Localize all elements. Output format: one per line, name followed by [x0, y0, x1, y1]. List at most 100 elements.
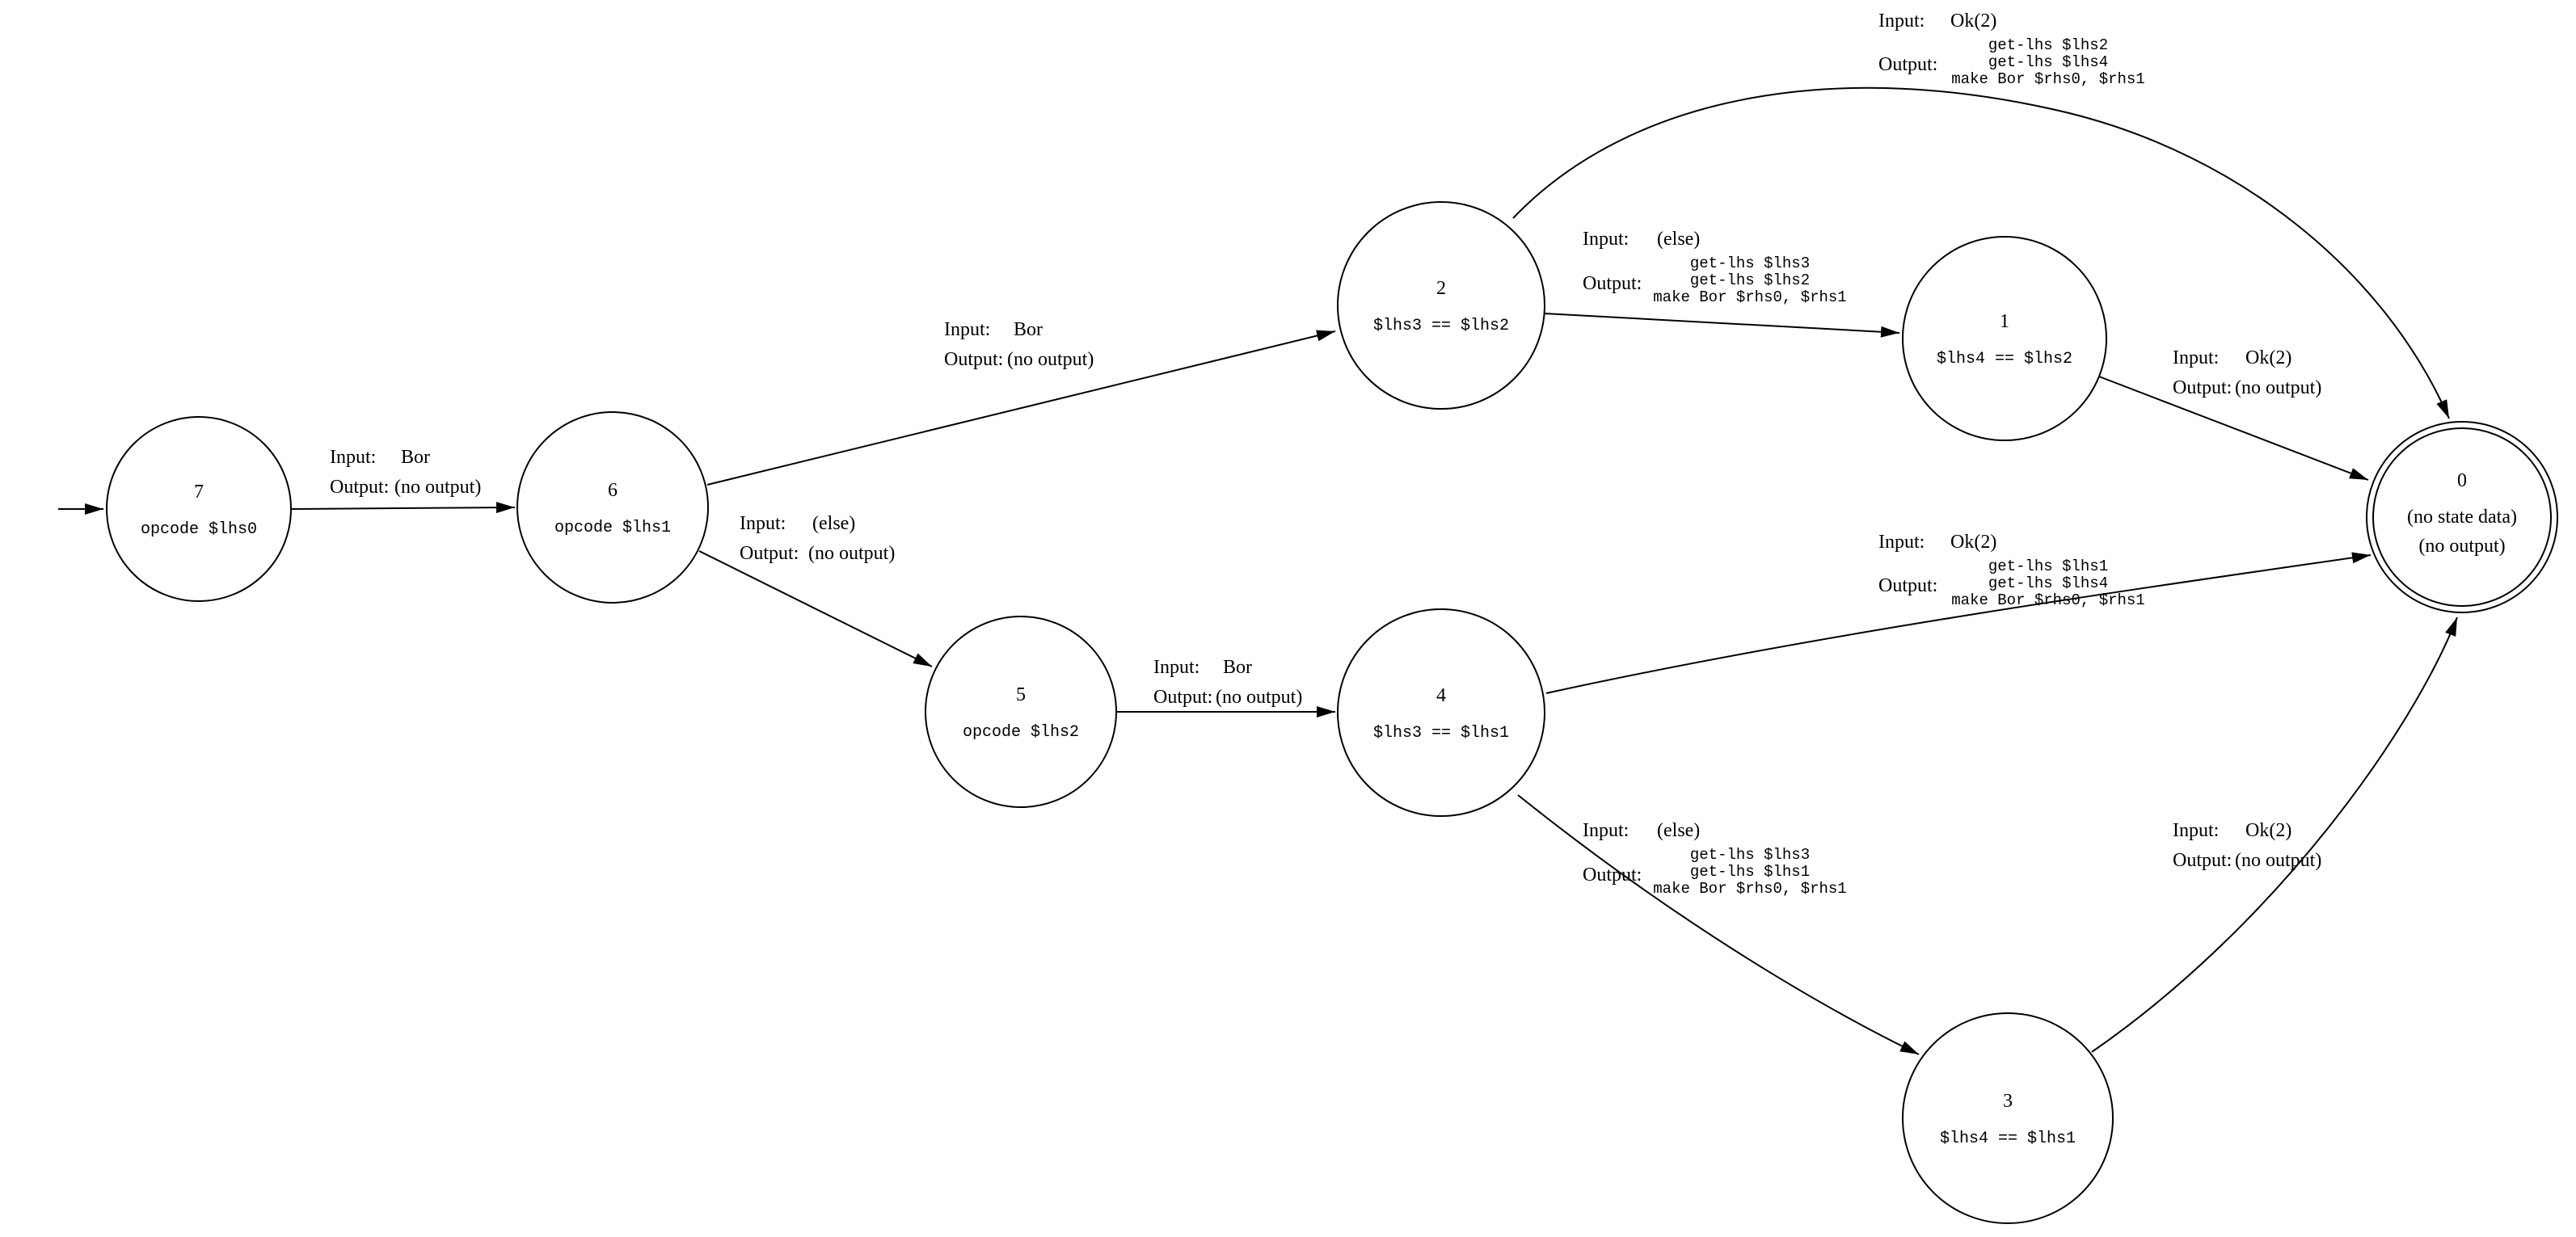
state-1-id: 1: [2000, 311, 2009, 332]
state-5-label: opcode $lhs2: [963, 723, 1079, 742]
state-5: 5 opcode $lhs2: [925, 616, 1117, 808]
state-5-id: 5: [1016, 684, 1026, 705]
state-3-id: 3: [2003, 1091, 2013, 1112]
state-0-inner-circle: [2372, 427, 2552, 607]
state-4: 4 $lhs3 == $lhs1: [1337, 608, 1545, 817]
edge-1-0-input-key: Input:: [2173, 347, 2219, 368]
state-0-line1: (no state data): [2407, 507, 2517, 528]
state-0-outer-circle: [2366, 421, 2558, 613]
edge-6-5-input-value: (else): [812, 513, 855, 534]
edge-6-5-output-key: Output:: [740, 543, 799, 564]
edge-5-4-input-key: Input:: [1153, 657, 1199, 678]
edge-2-1: Input: (else) Output: get-lhs $lhs3 get-…: [1544, 229, 1900, 338]
state-6-id: 6: [608, 480, 618, 501]
edge-4-3-input-value: (else): [1657, 820, 1700, 841]
edge-6-2-line: [706, 330, 1336, 486]
state-4-circle: [1337, 608, 1545, 817]
edge-3-0-input-value: Ok(2): [2245, 820, 2291, 841]
edge-4-3-line: [1517, 794, 1920, 1055]
edge-6-2: Input: Bor Output: (no output): [706, 319, 1336, 486]
state-2: 2 $lhs3 == $lhs2: [1337, 201, 1545, 410]
edge-4-3-input-key: Input:: [1583, 820, 1629, 841]
edge-3-0-input-key: Input:: [2173, 820, 2219, 841]
edge-2-1-output-line-2: get-lhs $lhs2: [1690, 271, 1810, 289]
edge-6-2-output-key: Output:: [944, 349, 1003, 370]
edge-6-5: Input: (else) Output: (no output): [698, 513, 933, 667]
edge-7-6-output-value: (no output): [394, 477, 481, 498]
state-7-label: opcode $lhs0: [141, 520, 257, 539]
state-1-label: $lhs4 == $lhs2: [1937, 350, 2072, 368]
edge-4-3: Input: (else) Output: get-lhs $lhs3 get-…: [1517, 794, 1920, 1055]
state-6-circle: [516, 411, 709, 604]
state-4-id: 4: [1436, 685, 1446, 706]
edge-3-0-output-value: (no output): [2235, 850, 2321, 871]
state-7-id: 7: [194, 482, 204, 503]
edge-4-0-input-value: Ok(2): [1950, 532, 1996, 553]
edge-6-2-input-value: Bor: [1014, 319, 1043, 340]
edge-7-6-input-value: Bor: [401, 447, 430, 468]
edge-4-3-output-line-2: get-lhs $lhs1: [1690, 863, 1810, 881]
edge-7-6-input-key: Input:: [330, 447, 376, 468]
edge-1-0-line: [2098, 376, 2369, 481]
edge-4-0: Input: Ok(2) Output: get-lhs $lhs1 get-l…: [1545, 532, 2372, 694]
state-6: 6 opcode $lhs1: [516, 411, 709, 604]
edge-2-0-line: [1512, 86, 2450, 419]
edge-3-0-output-key: Output:: [2173, 850, 2232, 871]
state-5-circle: [925, 616, 1117, 808]
edge-6-2-input-key: Input:: [944, 319, 990, 340]
edge-4-3-output-line-1: get-lhs $lhs3: [1690, 846, 1810, 864]
state-2-circle: [1337, 201, 1545, 410]
state-7-circle: [106, 416, 292, 602]
edge-6-5-output-value: (no output): [808, 543, 895, 564]
state-1-circle: [1902, 236, 2107, 441]
state-3-circle: [1902, 1012, 2114, 1224]
edge-2-1-output-line-1: get-lhs $lhs3: [1690, 255, 1810, 272]
edge-1-0: Input: Ok(2) Output: (no output): [2098, 347, 2369, 481]
edge-7-6-output-key: Output:: [330, 477, 389, 498]
edge-2-0-input-value: Ok(2): [1950, 11, 1996, 32]
state-3-label: $lhs4 == $lhs1: [1940, 1130, 2076, 1148]
edge-2-0-input-key: Input:: [1878, 11, 1925, 32]
edge-2-0-output-line-3: make Bor $rhs0, $rhs1: [1951, 70, 2144, 88]
edge-3-0-line: [2091, 616, 2458, 1053]
state-6-label: opcode $lhs1: [554, 519, 671, 537]
state-3: 3 $lhs4 == $lhs1: [1902, 1012, 2114, 1224]
state-0-id: 0: [2457, 470, 2467, 491]
edge-4-3-output-key: Output:: [1583, 865, 1642, 886]
edge-1-0-output-value: (no output): [2235, 377, 2321, 398]
edge-2-0: Input: Ok(2) Output: get-lhs $lhs2 get-l…: [1512, 11, 2450, 419]
state-0: 0 (no state data) (no output): [2366, 421, 2558, 613]
edge-5-4-output-value: (no output): [1216, 687, 1302, 708]
edge-5-4-input-value: Bor: [1223, 657, 1252, 678]
edge-6-5-line: [698, 550, 933, 667]
state-4-label: $lhs3 == $lhs1: [1373, 724, 1509, 743]
edge-6-2-output-value: (no output): [1007, 349, 1094, 370]
edge-2-0-output-line-2: get-lhs $lhs4: [1988, 53, 2108, 71]
edge-4-0-output-key: Output:: [1878, 575, 1937, 596]
edge-4-0-output-line-2: get-lhs $lhs4: [1988, 574, 2108, 592]
edge-1-0-input-value: Ok(2): [2245, 347, 2291, 368]
state-1: 1 $lhs4 == $lhs2: [1902, 236, 2107, 441]
edge-1-0-output-key: Output:: [2173, 377, 2232, 398]
edge-5-4-output-key: Output:: [1153, 687, 1212, 708]
edge-3-0: Input: Ok(2) Output: (no output): [2091, 616, 2458, 1053]
edge-5-4: Input: Bor Output: (no output): [1116, 657, 1335, 717]
edge-7-6: Input: Bor Output: (no output): [291, 447, 516, 514]
edge-2-1-input-value: (else): [1657, 229, 1700, 250]
edge-4-0-line: [1545, 552, 2372, 694]
edge-2-0-output-line-1: get-lhs $lhs2: [1988, 36, 2108, 54]
state-2-label: $lhs3 == $lhs2: [1373, 317, 1509, 335]
edge-4-0-input-key: Input:: [1878, 532, 1925, 553]
edge-2-1-input-key: Input:: [1583, 229, 1629, 250]
edge-2-1-output-line-3: make Bor $rhs0, $rhs1: [1653, 288, 1846, 306]
edge-2-1-output-key: Output:: [1583, 273, 1642, 294]
edge-4-0-output-line-1: get-lhs $lhs1: [1988, 557, 2108, 575]
edge-2-0-output-key: Output:: [1878, 54, 1937, 75]
edge-2-1-line: [1544, 313, 1900, 338]
edge-4-0-output-line-3: make Bor $rhs0, $rhs1: [1951, 591, 2144, 609]
state-0-line2: (no output): [2418, 536, 2505, 557]
edge-7-6-line: [291, 502, 516, 514]
state-7: 7 opcode $lhs0: [106, 416, 292, 602]
